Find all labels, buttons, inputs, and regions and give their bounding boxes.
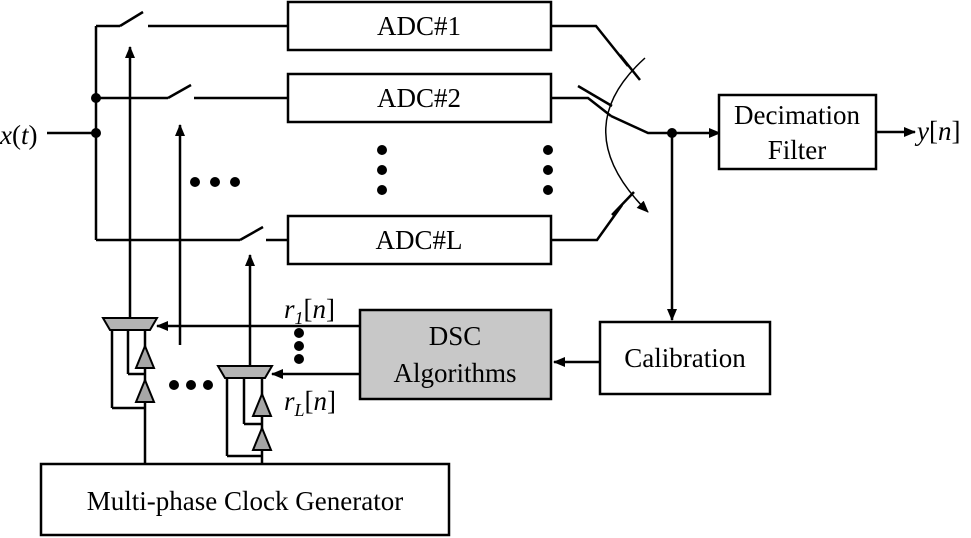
calibration-box <box>598 320 772 396</box>
commutator-blade-mid <box>577 84 613 108</box>
phase-mux-L <box>216 365 274 379</box>
delay1-buffer-bottom <box>134 377 156 403</box>
adc2-input-switch <box>167 83 192 100</box>
adc1-output-wire <box>551 24 629 67</box>
delayL-buffer-top <box>251 391 273 417</box>
adc1-box <box>286 0 553 52</box>
commutator-blade-bottom <box>611 191 635 216</box>
dsc-algorithms-label-line2: Algorithms <box>393 358 516 388</box>
control-rL-label: rL[n] <box>284 386 336 420</box>
delay1-buffer-top <box>134 343 156 369</box>
control-r1-label: r1[n] <box>284 294 335 328</box>
dsc-algorithms-box <box>358 308 553 401</box>
adc1-label: ADC#1 <box>377 11 461 41</box>
adc2-output-wire <box>551 96 612 117</box>
dsc-algorithms-label-line1: DSC <box>429 321 482 351</box>
adcL-input-switch <box>239 225 264 242</box>
phase-mux-1 <box>101 317 159 331</box>
commutator-output-wire <box>610 114 721 138</box>
commutator-blade-top <box>619 54 641 81</box>
decimation-filter-label-line1: Decimation <box>734 100 860 130</box>
commutator-arc <box>605 57 649 213</box>
decimation-filter-label-line2: Filter <box>768 135 827 165</box>
channel-ellipsis-vertical-right <box>543 145 553 195</box>
adc2-label: ADC#2 <box>377 83 461 113</box>
output-signal-label: y[n] <box>914 116 960 146</box>
adc1-input-switch <box>119 10 144 28</box>
adcL-output-wire <box>551 204 624 242</box>
calibration-label: Calibration <box>624 343 746 373</box>
delayL-buffer-bottom <box>251 425 273 451</box>
decimation-filter-box <box>717 93 878 171</box>
clock-generator-label: Multi-phase Clock Generator <box>87 486 403 516</box>
channel-ellipsis-horizontal <box>190 177 240 187</box>
channel-ellipsis-vertical-left <box>377 145 387 195</box>
clock-generator-box <box>39 462 451 537</box>
control-ellipsis-vertical <box>294 328 304 364</box>
adcL-label: ADC#L <box>376 225 463 255</box>
junction-dot-input-2 <box>91 128 101 138</box>
clock-ellipsis-horizontal <box>169 380 213 390</box>
input-signal-label: x(t) <box>0 120 38 150</box>
